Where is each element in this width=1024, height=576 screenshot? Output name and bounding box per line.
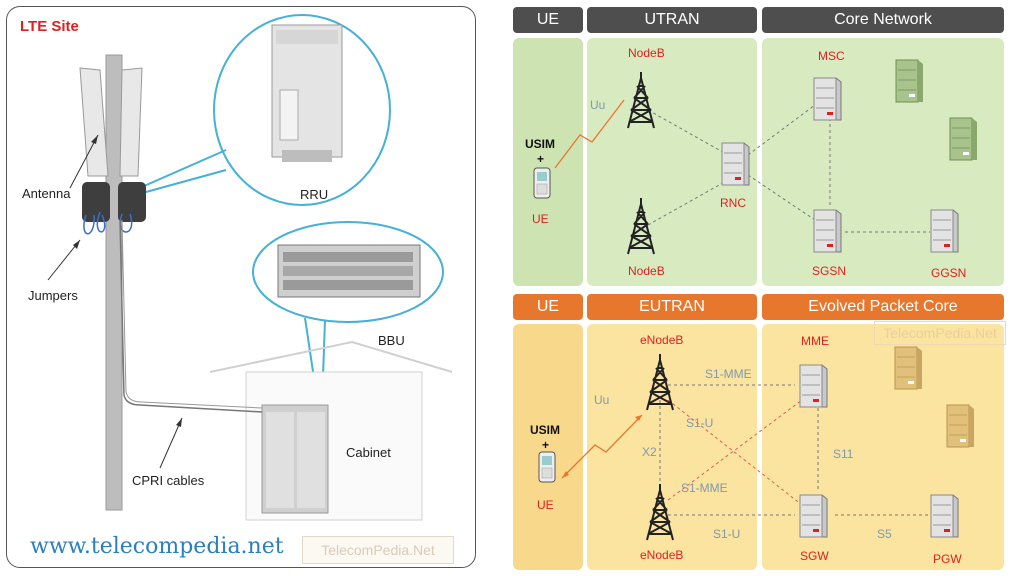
watermark-right: TelecomPedia.Net xyxy=(874,321,1006,345)
rru-device xyxy=(271,24,343,162)
umts-usim-label: USIM xyxy=(525,137,555,151)
network-diagram xyxy=(533,59,978,541)
mme-label: MME xyxy=(801,334,829,348)
msc-server xyxy=(813,77,842,121)
enodeb-bottom-tower xyxy=(646,483,674,541)
lte-uu-label: Uu xyxy=(594,393,610,407)
cpri-cables-label: CPRI cables xyxy=(132,473,205,488)
umts-links xyxy=(647,104,930,233)
lte-site-title: LTE Site xyxy=(20,18,79,35)
lte-ue-label: UE xyxy=(537,498,554,512)
umts-zone-core xyxy=(762,38,1004,286)
mast-pole xyxy=(105,54,123,511)
antenna-right xyxy=(119,67,143,177)
shelter-roof xyxy=(209,340,453,373)
pgw-server xyxy=(930,494,959,538)
cabinet-label: Cabinet xyxy=(346,445,391,460)
epc-server-gold-1 xyxy=(894,346,923,390)
pgw-label: PGW xyxy=(933,552,962,566)
umts-header-utran: UTRAN xyxy=(587,7,757,33)
cabinet-device xyxy=(261,404,329,514)
sgsn-server xyxy=(813,209,842,253)
lte-plus-label: + xyxy=(542,438,550,452)
umts-header-core: Core Network xyxy=(762,7,1004,33)
ggsn-server xyxy=(930,209,959,253)
jumpers-pointer xyxy=(47,239,81,281)
rnc-server xyxy=(721,142,750,186)
jumper-cables xyxy=(83,211,133,235)
umts-ue-label: UE xyxy=(532,212,549,226)
rru-callout-line xyxy=(134,149,227,191)
sgsn-label: SGSN xyxy=(812,264,847,278)
cpri-cable xyxy=(119,219,263,413)
mme-server xyxy=(799,364,828,408)
mast-rru-right xyxy=(118,182,146,222)
nodeb-bottom-tower xyxy=(627,197,655,255)
s1-u-bottom-label: S1-U xyxy=(713,527,741,541)
umts-zone-ue xyxy=(513,38,583,286)
s11-label: S11 xyxy=(833,447,854,461)
s1-mme-bottom-label: S1-MME xyxy=(681,481,728,495)
antenna-left xyxy=(79,67,109,177)
umts-ue-phone xyxy=(533,167,551,199)
lte-site-illustration xyxy=(47,14,453,521)
rru-label: RRU xyxy=(300,187,329,202)
lte-zone-ue xyxy=(513,324,583,570)
umts-uu-label: Uu xyxy=(590,98,606,112)
bbu-device xyxy=(277,244,421,298)
site-url: www.telecompedia.net xyxy=(30,534,284,559)
lte-header-epc: Evolved Packet Core xyxy=(762,294,1004,320)
umts-radio-link xyxy=(554,99,625,169)
ggsn-label: GGSN xyxy=(931,266,967,280)
rru-callout-line-2 xyxy=(134,169,227,196)
lte-header-eutran: EUTRAN xyxy=(587,294,757,320)
sgw-label: SGW xyxy=(800,549,829,563)
msc-label: MSC xyxy=(818,49,845,63)
s1-u-top-label: S1-U xyxy=(686,416,714,430)
epc-server-gold-2 xyxy=(946,404,975,448)
rnc-label: RNC xyxy=(720,196,746,210)
antenna-label: Antenna xyxy=(22,186,71,201)
lte-zone-eutran xyxy=(587,324,757,570)
enodeb-bottom-label: eNodeB xyxy=(640,548,684,562)
x2-label: X2 xyxy=(642,445,657,459)
lte-ue-phone xyxy=(538,451,556,483)
cpri-pointer xyxy=(159,417,183,469)
nodeb-top-tower xyxy=(627,71,655,129)
umts-header-ue: UE xyxy=(513,7,583,33)
s5-label: S5 xyxy=(877,527,892,541)
enodeb-top-label: eNodeB xyxy=(640,333,684,347)
antenna-pointer xyxy=(69,134,99,189)
lte-usim-label: USIM xyxy=(530,423,560,437)
bbu-label: BBU xyxy=(378,333,405,348)
core-server-green-1 xyxy=(895,59,924,103)
lte-links xyxy=(659,384,928,516)
mast-rru-left xyxy=(82,182,110,222)
watermark-left: TelecomPedia.Net xyxy=(302,536,454,564)
lte-radio-link xyxy=(561,414,643,479)
core-server-green-2 xyxy=(949,117,978,161)
s1-mme-top-label: S1-MME xyxy=(705,367,752,381)
jumpers-label: Jumpers xyxy=(28,288,78,303)
sgw-server xyxy=(799,494,828,538)
nodeb-bottom-label: NodeB xyxy=(628,264,665,278)
umts-plus-label: + xyxy=(537,152,545,166)
nodeb-top-label: NodeB xyxy=(628,46,665,60)
lte-header-ue: UE xyxy=(513,294,583,320)
